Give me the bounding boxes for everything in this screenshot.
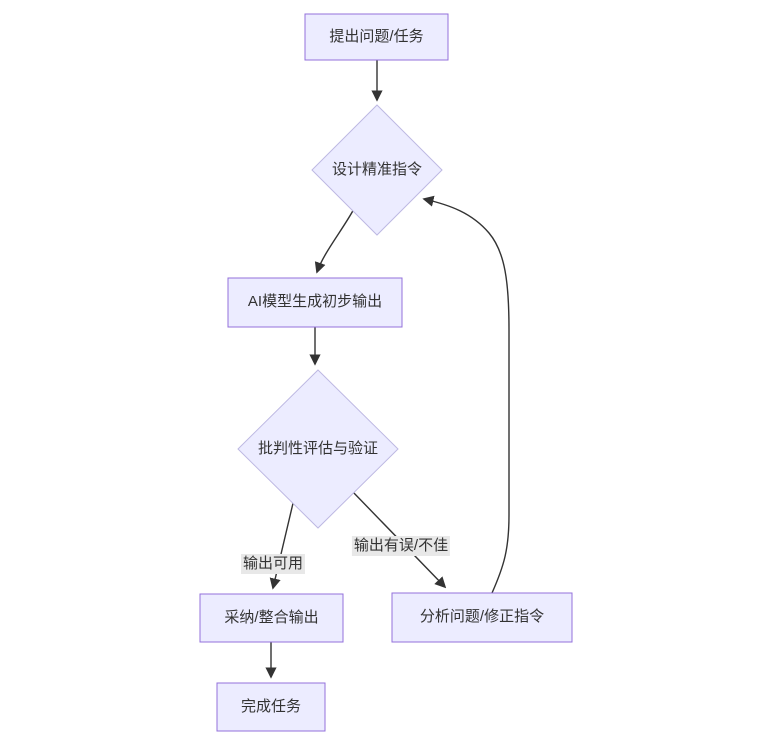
node-fix-shape: [391, 592, 573, 643]
edge-label-output-wrong: 输出有误/不佳: [351, 536, 451, 556]
node-evaluate-shape: [237, 369, 399, 529]
node-adopt-shape: [199, 593, 344, 643]
edge-fix-to-design: [422, 195, 510, 594]
node-start-shape: [304, 13, 449, 61]
edge-evaluate-to-adopt: [269, 498, 295, 590]
edge-label-output-usable: 输出可用: [240, 554, 306, 574]
node-generate-shape: [227, 277, 403, 328]
edge-design-to-generate: [314, 206, 356, 274]
node-design-shape: [311, 104, 443, 236]
node-done-shape: [216, 682, 326, 732]
